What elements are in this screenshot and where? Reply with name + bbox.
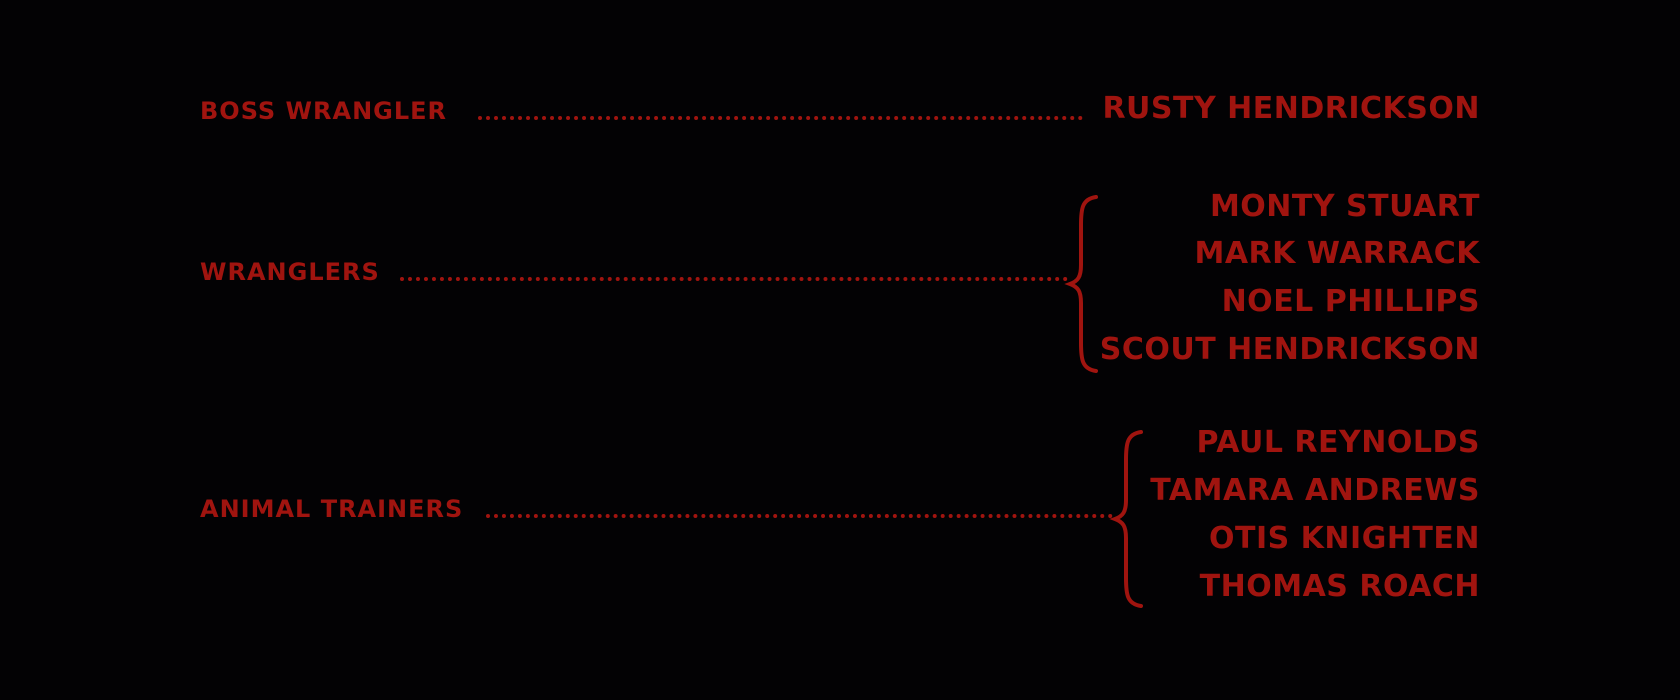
credit-name: TAMARA ANDREWS (1150, 473, 1480, 508)
credit-name: THOMAS ROACH (1199, 569, 1480, 604)
leader-dots (478, 116, 1083, 120)
credit-name: SCOUT HENDRICKSON (1099, 332, 1480, 367)
credit-name: RUSTY HENDRICKSON (1102, 91, 1480, 126)
credit-name: MONTY STUART (1209, 189, 1480, 224)
curly-brace-icon (1109, 430, 1143, 608)
credit-role-boss-wrangler: BOSS WRANGLER (200, 97, 448, 125)
leader-dots (400, 277, 1068, 281)
credit-role-animal-trainers: ANIMAL TRAINERS (200, 495, 464, 523)
curly-brace-icon (1064, 195, 1098, 373)
credit-role-wranglers: WRANGLERS (200, 258, 380, 286)
credit-name: OTIS KNIGHTEN (1209, 521, 1480, 556)
credit-name: NOEL PHILLIPS (1221, 284, 1480, 319)
credit-name: PAUL REYNOLDS (1196, 425, 1480, 460)
credit-name: MARK WARRACK (1194, 236, 1480, 271)
leader-dots (486, 514, 1113, 518)
